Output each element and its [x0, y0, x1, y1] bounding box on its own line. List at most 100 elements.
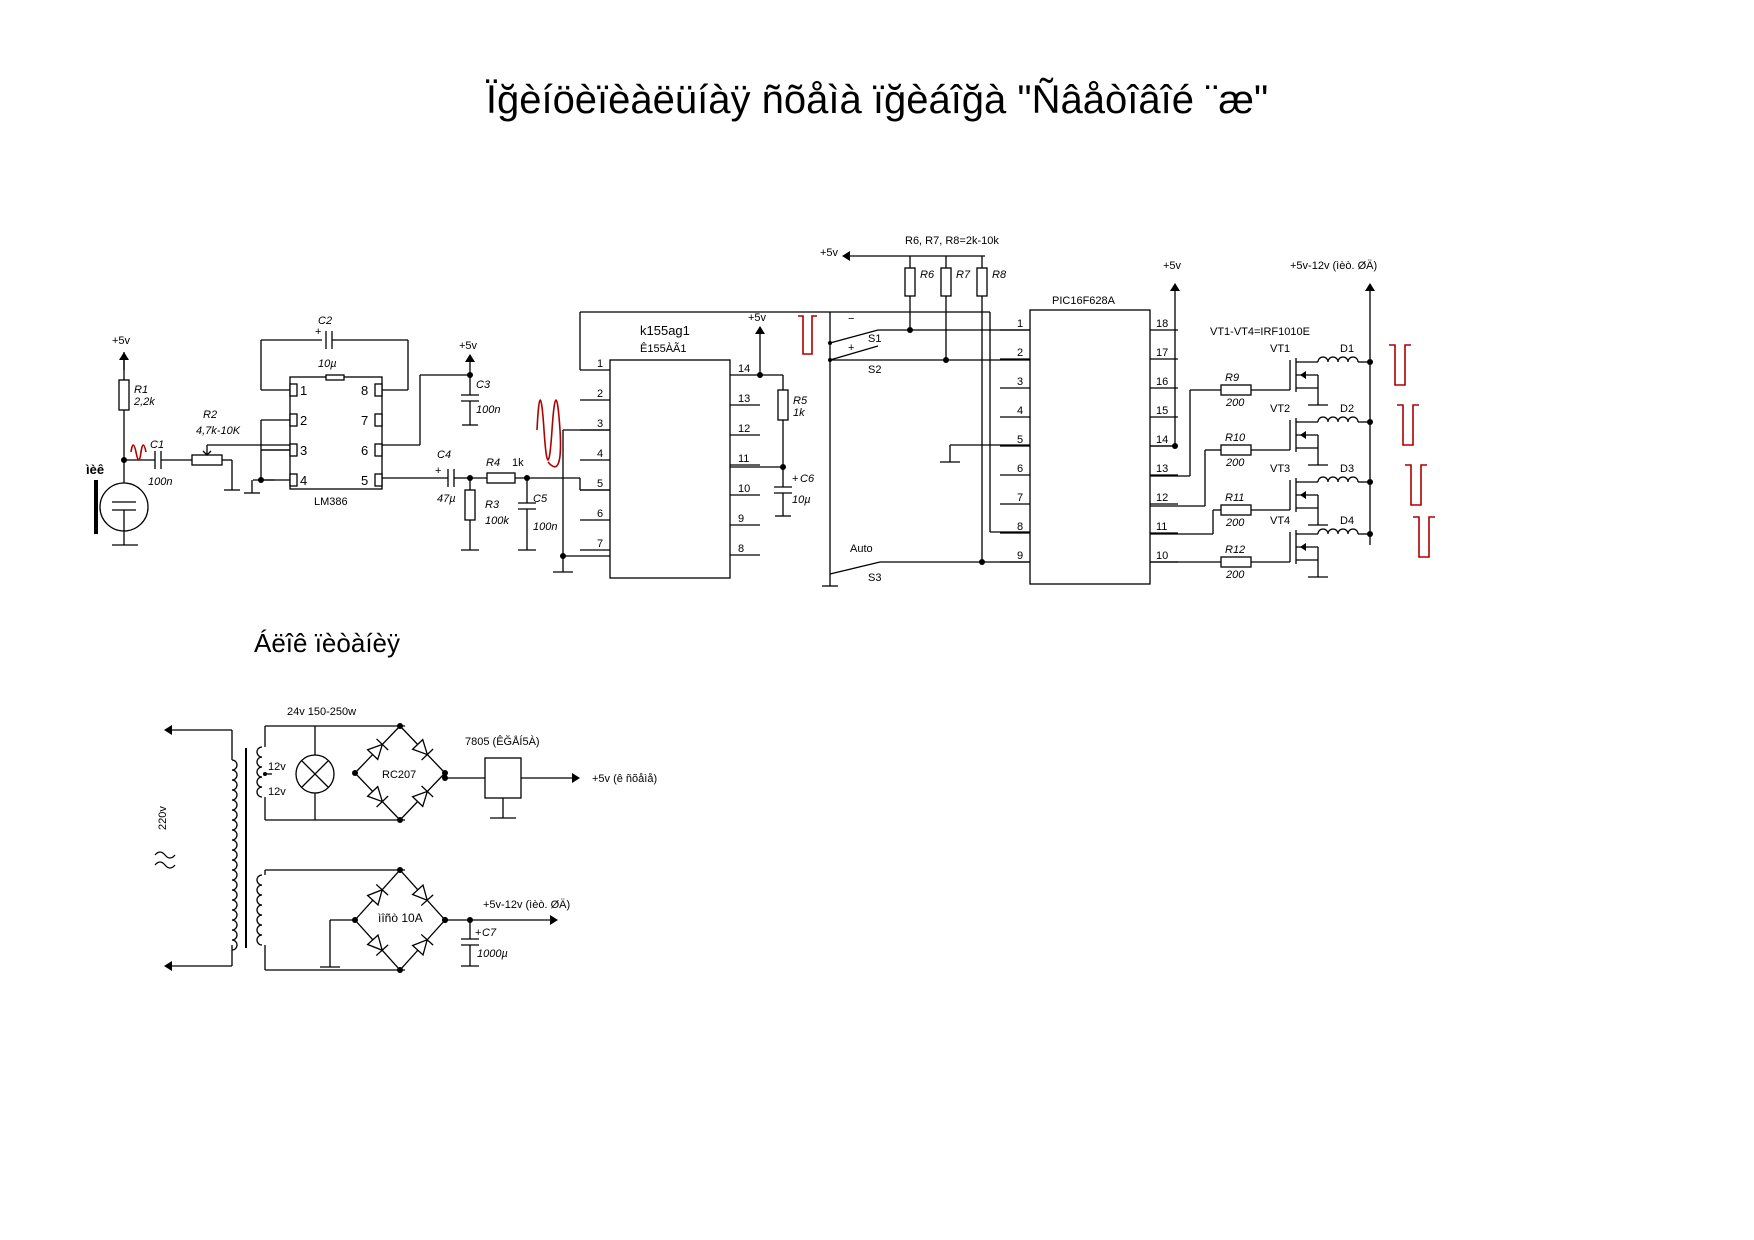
- svg-text:12v: 12v: [268, 761, 286, 773]
- microphone-input-section: +5v R1 2,2k ìèê C1 100n R2 4,7k-10K: [85, 335, 290, 546]
- gate-resistor-label: R9: [1225, 372, 1239, 384]
- gate-resistor-label: R12: [1225, 544, 1245, 556]
- lm386-pin-1: [289, 383, 298, 397]
- lm386-pin-5: [374, 473, 383, 487]
- diode-coil: [1317, 528, 1359, 535]
- lm386-pin-label: 5: [361, 473, 368, 488]
- lm386-pin-3: [289, 443, 298, 457]
- svg-text:VT1-VT4=IRF1010E: VT1-VT4=IRF1010E: [1210, 326, 1310, 338]
- pic-pin-label: 18: [1156, 318, 1168, 330]
- diode-icon: [366, 883, 389, 907]
- svg-text:C4: C4: [437, 449, 451, 461]
- pic-output-wiring: +5v: [1150, 260, 1221, 563]
- svg-text:LM386: LM386: [314, 496, 348, 508]
- svg-text:+5v: +5v: [748, 312, 767, 324]
- gate-resistor-value: 200: [1225, 569, 1245, 581]
- pic-pin-label: 12: [1156, 492, 1168, 504]
- 7805-regulator: [484, 757, 522, 799]
- lm386-pin-label: 6: [361, 443, 368, 458]
- gate-resistor: [1220, 384, 1252, 396]
- diode-icon: [411, 785, 434, 808]
- svg-text:C2: C2: [318, 315, 332, 327]
- driver-supply: +5v-12v (ìèò. ØÄ) VT1-VT4=IRF1010E: [1210, 260, 1377, 545]
- r2-potentiometer: [191, 454, 223, 466]
- lm386-pin-label: 1: [300, 383, 307, 398]
- svg-text:+5v: +5v: [1163, 260, 1182, 272]
- mosfet-arrow-icon: [1300, 371, 1306, 379]
- svg-text:R3: R3: [485, 499, 500, 511]
- pic-pin-label: 15: [1156, 405, 1168, 417]
- svg-text:2,2k: 2,2k: [133, 396, 155, 408]
- diode-icon: [411, 883, 434, 907]
- svg-text:C1: C1: [150, 439, 164, 451]
- pic-pin-label: 7: [1017, 492, 1023, 504]
- transformer-primary-coil: [231, 759, 238, 951]
- transformer-secondary-coil-1: [256, 746, 263, 798]
- diode-icon: [366, 738, 389, 761]
- svg-text:1k: 1k: [793, 407, 805, 419]
- r8-resistor: [976, 267, 988, 297]
- mosfet-label: VT3: [1270, 463, 1290, 475]
- diode-coil: [1317, 416, 1359, 423]
- svg-text:1k: 1k: [512, 457, 524, 469]
- mosfet-arrow-icon: [1300, 491, 1306, 499]
- transformer-secondary-coil-2: [256, 874, 263, 946]
- svg-text:C6: C6: [800, 473, 815, 485]
- vcc-label: +5v: [112, 335, 131, 347]
- coil-label: D2: [1340, 403, 1354, 415]
- k155-pin-label: 3: [597, 418, 603, 430]
- svg-text:R5: R5: [793, 395, 808, 407]
- r3-resistor: [464, 489, 476, 521]
- svg-text:+5v-12v (ìèò. ØÄ): +5v-12v (ìèò. ØÄ): [483, 899, 570, 911]
- coil-label: D1: [1340, 343, 1354, 355]
- svg-text:10µ: 10µ: [792, 494, 811, 506]
- svg-text:Ê155ÀÃ1: Ê155ÀÃ1: [640, 342, 686, 355]
- svg-text:S2: S2: [868, 364, 881, 376]
- diode-icon: [366, 785, 389, 808]
- coil-label: D3: [1340, 463, 1354, 475]
- lm386-pin-label: 8: [361, 383, 368, 398]
- lm386-pin-6: [374, 443, 383, 457]
- output-pulse-icon: [1413, 516, 1435, 558]
- svg-text:1000µ: 1000µ: [477, 948, 508, 960]
- svg-text:+: +: [792, 473, 798, 485]
- pic-pin-label: 17: [1156, 347, 1168, 359]
- k155-pin-label: 10: [738, 483, 750, 495]
- svg-text:100n: 100n: [533, 521, 557, 533]
- gate-resistor-value: 200: [1225, 397, 1245, 409]
- r7-resistor: [940, 267, 952, 297]
- svg-text:R1: R1: [134, 384, 148, 396]
- lm386-pin-8: [374, 383, 383, 397]
- switch-section: +5v R6, R7, R8=2k-10k R6 R7 R8 − S1 + S2…: [820, 235, 1030, 587]
- svg-text:4,7k-10K: 4,7k-10K: [196, 425, 241, 437]
- svg-text:220v: 220v: [157, 806, 169, 830]
- svg-text:+: +: [475, 927, 481, 939]
- svg-text:+5v (ê ñõåìå): +5v (ê ñõåìå): [592, 773, 657, 785]
- pic-pin-label: 3: [1017, 376, 1023, 388]
- pic-pin-label: 16: [1156, 376, 1168, 388]
- gate-resistor: [1220, 556, 1252, 568]
- pic-pin-label: 14: [1156, 434, 1168, 446]
- svg-text:S1: S1: [868, 333, 881, 345]
- gate-resistor: [1220, 504, 1252, 516]
- coil-label: D4: [1340, 515, 1354, 527]
- svg-text:100n: 100n: [148, 476, 172, 488]
- power-supply-title: Áëîê ïèòàíèÿ: [254, 628, 400, 658]
- pic-pin-label: 4: [1017, 405, 1023, 417]
- k155-pin-label: 11: [738, 453, 749, 465]
- svg-text:+: +: [848, 342, 854, 354]
- diode-icon: [366, 933, 389, 957]
- svg-text:S3: S3: [868, 572, 881, 584]
- svg-text:47µ: 47µ: [437, 493, 456, 505]
- svg-text:Auto: Auto: [850, 543, 873, 555]
- svg-text:C7: C7: [482, 927, 497, 939]
- svg-text:100n: 100n: [476, 404, 500, 416]
- lm386-pin-4: [289, 473, 298, 487]
- lm386-pin-2: [289, 413, 298, 427]
- svg-text:k155ag1: k155ag1: [640, 323, 690, 338]
- svg-text:R6: R6: [920, 269, 935, 281]
- k155-wiring: +5v R5 1k + C6 10µ: [553, 311, 910, 573]
- svg-text:ìîñò 10A: ìîñò 10A: [378, 911, 423, 925]
- diode-icon: [411, 933, 434, 957]
